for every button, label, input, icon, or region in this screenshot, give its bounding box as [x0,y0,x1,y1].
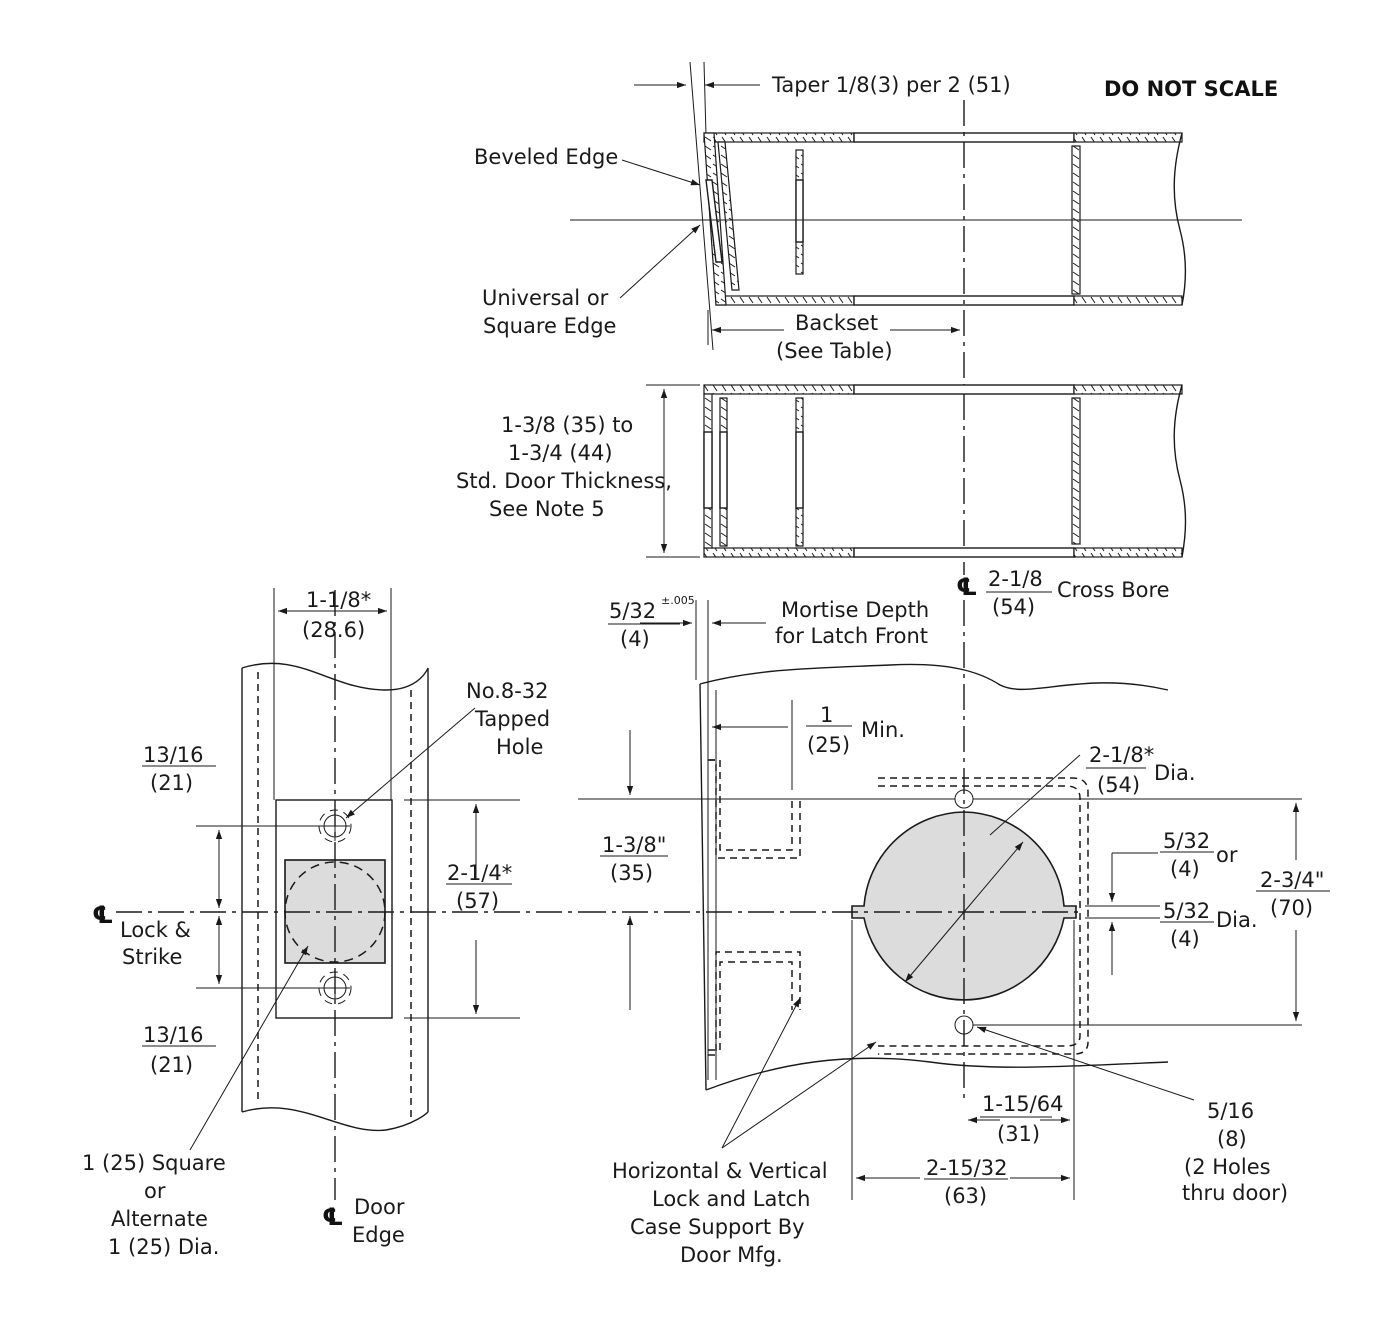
door-edge-view: 1-1/8* (28.6) ℄ Lock & Strike [82,588,580,1259]
do-not-scale-note: DO NOT SCALE [1104,77,1278,101]
backset-label-2: (See Table) [776,339,893,363]
min-denominator: (25) [807,733,850,757]
hole-label-2: (8) [1217,1127,1247,1151]
door-edge-label-1: Door [354,1195,405,1219]
door-plan-section: Taper 1/8(3) per 2 (51) Beveled Edge Uni… [474,61,1242,575]
slot-dia-label: Dia. [1216,908,1258,932]
universal-edge-label-1: Universal or [482,286,609,310]
min-label: Min. [861,718,905,742]
tapped-hole-label-1: No.8-32 [466,679,549,703]
door-face-view: 5/32 ±.005 (4) Mortise Depth for Latch F… [578,594,1330,1267]
square-label-2: or [144,1179,166,1203]
support-label-2: Lock and Latch [652,1187,810,1211]
slot-or-label: or [1216,843,1238,867]
bore-dia-label: Dia. [1154,761,1196,785]
offset-numerator: 1-15/64 [982,1092,1063,1116]
plate-height-denominator: (57) [456,889,499,913]
width-numerator: 2-15/32 [926,1156,1007,1180]
lower-offset-denominator: (21) [150,1053,193,1077]
support-label-3: Case Support By [630,1215,805,1239]
backset-label-1: Backset [795,311,878,335]
lower-offset-numerator: 13/16 [143,1023,204,1047]
door-edge-centerline-symbol: ℄ [322,1203,344,1231]
mortise-depth-denominator: (4) [620,627,650,651]
support-label-1: Horizontal & Vertical [612,1159,828,1183]
overall-height-numerator: 2-3/4" [1260,868,1324,892]
plate-height-numerator: 2-1/4* [447,861,512,885]
latch-height-denominator: (35) [610,861,653,885]
lock-strike-centerline-symbol: ℄ [92,901,114,929]
slot-denominator-2: (4) [1170,927,1200,951]
universal-edge-label-2: Square Edge [483,314,616,338]
bore-dia-denominator: (54) [1097,773,1140,797]
lock-strike-label-2: Strike [122,945,182,969]
slot-denominator-1: (4) [1170,857,1200,881]
hole-label-4: thru door) [1182,1181,1288,1205]
slot-numerator-1: 5/32 [1163,829,1210,853]
tapped-hole-label-3: Hole [496,735,543,759]
offset-denominator: (31) [997,1122,1040,1146]
width-denominator: (63) [944,1184,987,1208]
thickness-label-3: Std. Door Thickness, [456,469,672,493]
thickness-label-1: 1-3/8 (35) to [501,413,633,437]
hole-label-3: (2 Holes [1184,1155,1271,1179]
mortise-depth-tolerance: ±.005 [661,594,695,607]
bore-dia-numerator: 2-1/8* [1089,743,1154,767]
lock-strike-label-1: Lock & [120,918,191,942]
thickness-label-2: 1-3/4 (44) [508,441,613,465]
mortise-depth-numerator: 5/32 [609,599,656,623]
taper-label: Taper 1/8(3) per 2 (51) [771,73,1011,97]
mortise-label-2: for Latch Front [775,624,928,648]
edge-width-numerator: 1-1/8* [306,588,371,612]
square-label-1: 1 (25) Square [82,1151,226,1175]
latch-height-numerator: 1-3/8" [602,833,666,857]
cross-bore-label: Cross Bore [1057,578,1170,602]
tapped-hole-label-2: Tapped [474,707,550,731]
cross-bore-denominator: (54) [992,595,1035,619]
min-numerator: 1 [820,703,833,727]
overall-height-denominator: (70) [1270,896,1313,920]
door-thickness-section: 1-3/8 (35) to 1-3/4 (44) Std. Door Thick… [456,384,1187,619]
square-label-4: 1 (25) Dia. [108,1235,219,1259]
mortise-label-1: Mortise Depth [781,598,929,622]
upper-offset-numerator: 13/16 [143,743,204,767]
edge-width-denominator: (28.6) [302,618,365,642]
cross-bore-numerator: 2-1/8 [988,567,1043,591]
square-label-3: Alternate [111,1207,208,1231]
slot-numerator-2: 5/32 [1163,899,1210,923]
upper-offset-denominator: (21) [150,771,193,795]
cross-bore-centerline-symbol: ℄ [956,573,978,601]
thickness-label-4: See Note 5 [489,497,605,521]
support-label-4: Door Mfg. [680,1243,783,1267]
hole-label-1: 5/16 [1207,1099,1254,1123]
beveled-edge-label: Beveled Edge [474,145,618,169]
door-edge-label-2: Edge [352,1223,405,1247]
